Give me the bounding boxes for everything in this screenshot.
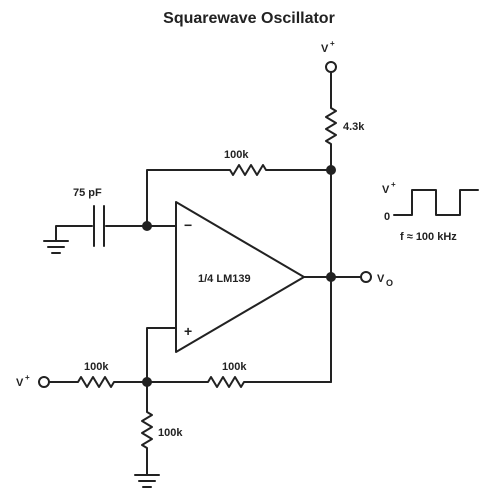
comparator-lm139: − + 1/4 LM139: [175, 201, 305, 353]
vplus-top-superscript: +: [330, 39, 335, 48]
resistor-feedback-negative-label: 100k: [224, 149, 249, 161]
resistor-input: 100k: [48, 361, 148, 388]
vplus-top-label: V: [321, 43, 329, 55]
ground-icon: [43, 240, 69, 254]
vout-label: V: [377, 273, 385, 285]
ground-icon: [134, 474, 160, 488]
vout-subscript: O: [386, 278, 393, 288]
junction-dots: [142, 165, 336, 387]
comparator-plus-sign: +: [184, 323, 192, 339]
resistor-pullup-label: 4.3k: [343, 121, 365, 133]
capacitor-label: 75 pF: [73, 187, 102, 199]
output-terminal: V O: [303, 271, 393, 288]
comparator-label: 1/4 LM139: [198, 273, 251, 285]
squarewave-trace: [393, 189, 479, 216]
resistor-feedback-positive-label: 100k: [222, 361, 247, 373]
resistor-pullup: 4.3k: [325, 71, 365, 171]
resistor-input-label: 100k: [84, 361, 109, 373]
vplus-left-terminal: V +: [16, 373, 50, 389]
resistor-feedback-negative: 100k: [146, 149, 332, 227]
wave-vplus-superscript: +: [391, 180, 396, 189]
capacitor-75pf: 75 pF: [55, 187, 148, 247]
wave-vplus-label: V: [382, 184, 390, 196]
noninverting-input-wire: [146, 327, 177, 383]
vplus-left-superscript: +: [25, 373, 30, 382]
resistor-ground: 100k: [141, 381, 183, 475]
wave-zero-label: 0: [384, 211, 390, 223]
vplus-left-label: V: [16, 377, 24, 389]
resistor-ground-label: 100k: [158, 427, 183, 439]
wave-frequency-label: f ≈ 100 kHz: [400, 231, 457, 243]
resistor-feedback-positive: 100k: [146, 361, 332, 388]
vplus-top-terminal: V +: [321, 39, 337, 73]
comparator-minus-sign: −: [184, 217, 192, 233]
diagram-title: Squarewave Oscillator: [163, 10, 335, 27]
squarewave-inset: V + 0 f ≈ 100 kHz: [382, 180, 479, 243]
